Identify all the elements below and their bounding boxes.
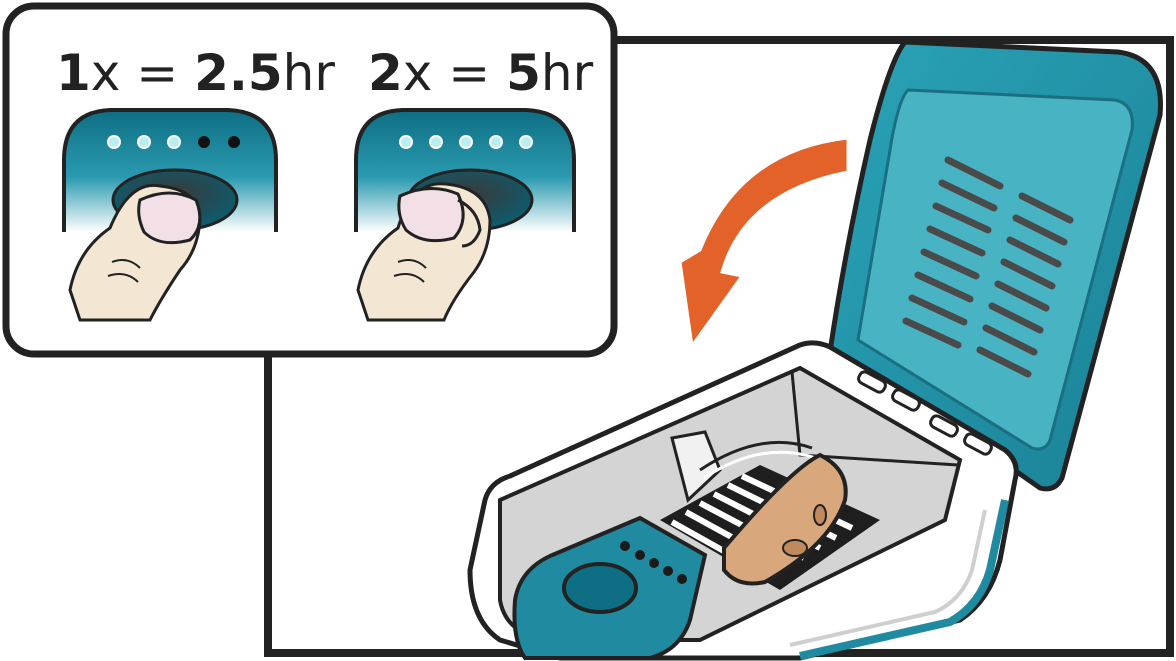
case-hinge (857, 370, 993, 456)
finger-press-icon (68, 183, 202, 322)
charge-duration: 5 (506, 44, 541, 102)
lid-vent-slots (902, 156, 1074, 378)
charge-level-dots (399, 135, 533, 149)
finger-press-icon (356, 182, 492, 322)
charge-level-dots (107, 135, 240, 149)
press-twice-label: 2x = 5hr (368, 44, 593, 102)
case-lid-inner-panel (856, 88, 1134, 451)
case-power-button (562, 562, 638, 614)
charge-dot-lit (459, 135, 473, 149)
charge-dot-unlit (228, 136, 240, 148)
charge-dot-lit (489, 135, 503, 149)
charge-dot-lit (107, 135, 121, 149)
case-status-leds (620, 541, 687, 584)
button-two-press-illustration (354, 108, 576, 322)
charge-dot-lit (167, 135, 181, 149)
hearing-aid-icon (670, 430, 848, 586)
button-one-press-illustration (62, 108, 278, 322)
charge-dot-lit (399, 135, 413, 149)
charge-dot-unlit (198, 136, 210, 148)
charge-dot-lit (519, 135, 533, 149)
duration-unit: hr (540, 44, 594, 102)
charge-dot-lit (429, 135, 443, 149)
duration-unit: hr (282, 44, 335, 102)
times-equals: x = (402, 44, 507, 102)
case-side-stripe (799, 499, 1009, 660)
press-count: 2 (368, 44, 403, 102)
charge-dot-lit (137, 135, 151, 149)
press-count: 1 (56, 44, 91, 102)
charge-duration: 2.5 (194, 44, 283, 102)
press-once-label: 1x = 2.5hr (56, 44, 335, 102)
curved-arrow-icon (678, 136, 850, 350)
times-equals: x = (90, 44, 195, 102)
charging-case-icon (467, 39, 1163, 661)
